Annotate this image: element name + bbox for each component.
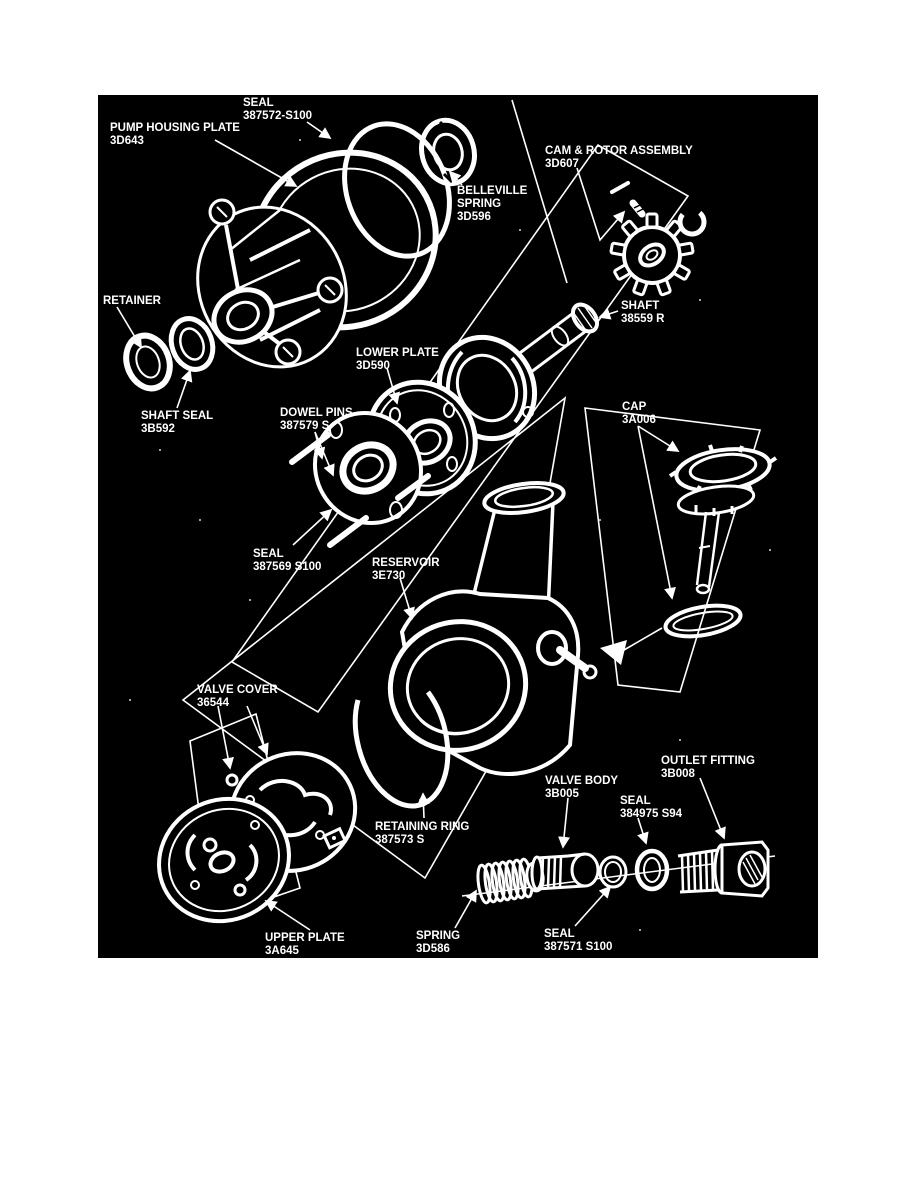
outlet-fitting-art	[677, 840, 770, 898]
upper-plate-art	[157, 796, 291, 924]
seal-plate-art	[289, 410, 431, 548]
cam-rotor-art	[609, 181, 707, 297]
shaft-seal-art	[168, 316, 216, 372]
seal-387571-art	[598, 855, 628, 889]
retaining-ring-art	[352, 690, 451, 809]
seal-384975-art	[634, 848, 670, 892]
valve-body-art	[530, 852, 600, 891]
reservoir-art	[387, 481, 663, 776]
label-retainer: RETAINER	[103, 295, 161, 307]
exploded-diagram-art	[116, 99, 778, 931]
leader-lines	[116, 121, 726, 931]
pump-housing-art	[196, 149, 439, 369]
cap-art	[663, 444, 778, 639]
retainer-art	[123, 332, 173, 392]
seal-387572-art	[342, 121, 452, 259]
belleville-spring-art	[419, 117, 477, 187]
